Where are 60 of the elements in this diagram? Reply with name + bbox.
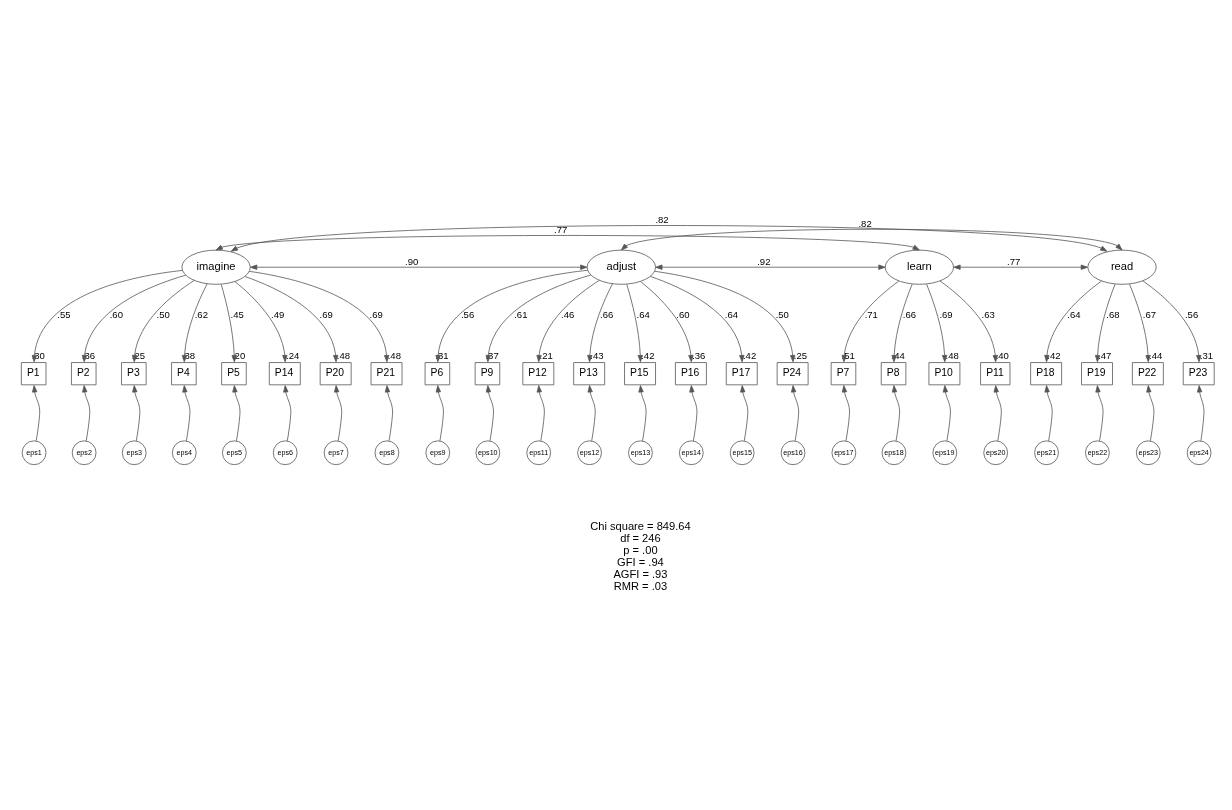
label: AGFI = .93 [613,567,668,580]
edge-label: .55 [57,308,71,320]
edge-label: .62 [194,308,208,320]
edge-label: .82 [655,213,669,225]
node-label: .40 [995,349,1009,361]
node-label: .42 [742,349,757,361]
node-label: .44 [891,349,905,361]
edge-label: .66 [600,308,614,320]
edge-label: .63 [981,308,995,320]
edge-label: .56 [460,308,475,320]
edge-label: .45 [230,308,244,320]
node-label: .43 [590,349,604,361]
node-label: .25 [131,349,146,361]
node-label: .24 [286,349,300,361]
edge-label: .46 [561,308,575,320]
edge-label: .64 [724,308,739,320]
node-label: .42 [1047,349,1061,361]
label: GFI = .94 [617,555,664,568]
edge-label: .50 [775,308,789,320]
node-label: .36 [692,349,706,361]
node-label: .51 [841,349,855,361]
edge-label: .77 [1007,255,1021,267]
edge-label: .82 [858,217,872,229]
node-label: .44 [1149,349,1163,361]
node-label: .47 [1098,349,1112,361]
node-label: .20 [231,349,246,361]
edge-label: .90 [405,255,419,267]
node-label: .31 [1199,349,1214,361]
node-label: .31 [435,349,449,361]
edge-label: .56 [1184,308,1199,320]
label: p = .00 [623,543,658,556]
node-label: .38 [181,349,196,361]
edge-label: .77 [554,223,568,235]
node-label: .48 [945,349,959,361]
edge-label: .64 [1067,308,1081,320]
edge-label: .61 [514,308,528,320]
edge-label: .60 [109,308,123,320]
node-label: .30 [31,349,45,361]
edge-label: .92 [757,255,771,267]
edge-label: .50 [156,308,170,320]
edge-label: .71 [864,308,878,320]
node-label: .42 [641,349,655,361]
node-label: .21 [539,349,553,361]
edge-label: .60 [676,308,690,320]
node-label: .48 [387,349,401,361]
edge-label: .66 [902,308,917,320]
edge-label: .68 [1106,308,1120,320]
label: df = 246 [620,531,661,544]
edge-label: .49 [271,308,285,320]
node-label: .25 [793,349,808,361]
label: RMR = .03 [613,579,668,592]
edge-label: .64 [636,308,650,320]
node-label: .37 [485,349,499,361]
edge-label: .69 [369,308,383,320]
edge-label: .67 [1142,308,1157,320]
edge-label: .69 [319,308,333,320]
edge-label: .69 [939,308,953,320]
label: Chi square = 849.64 [590,519,691,532]
node-label: .36 [81,349,95,361]
node-label: .48 [336,349,351,361]
